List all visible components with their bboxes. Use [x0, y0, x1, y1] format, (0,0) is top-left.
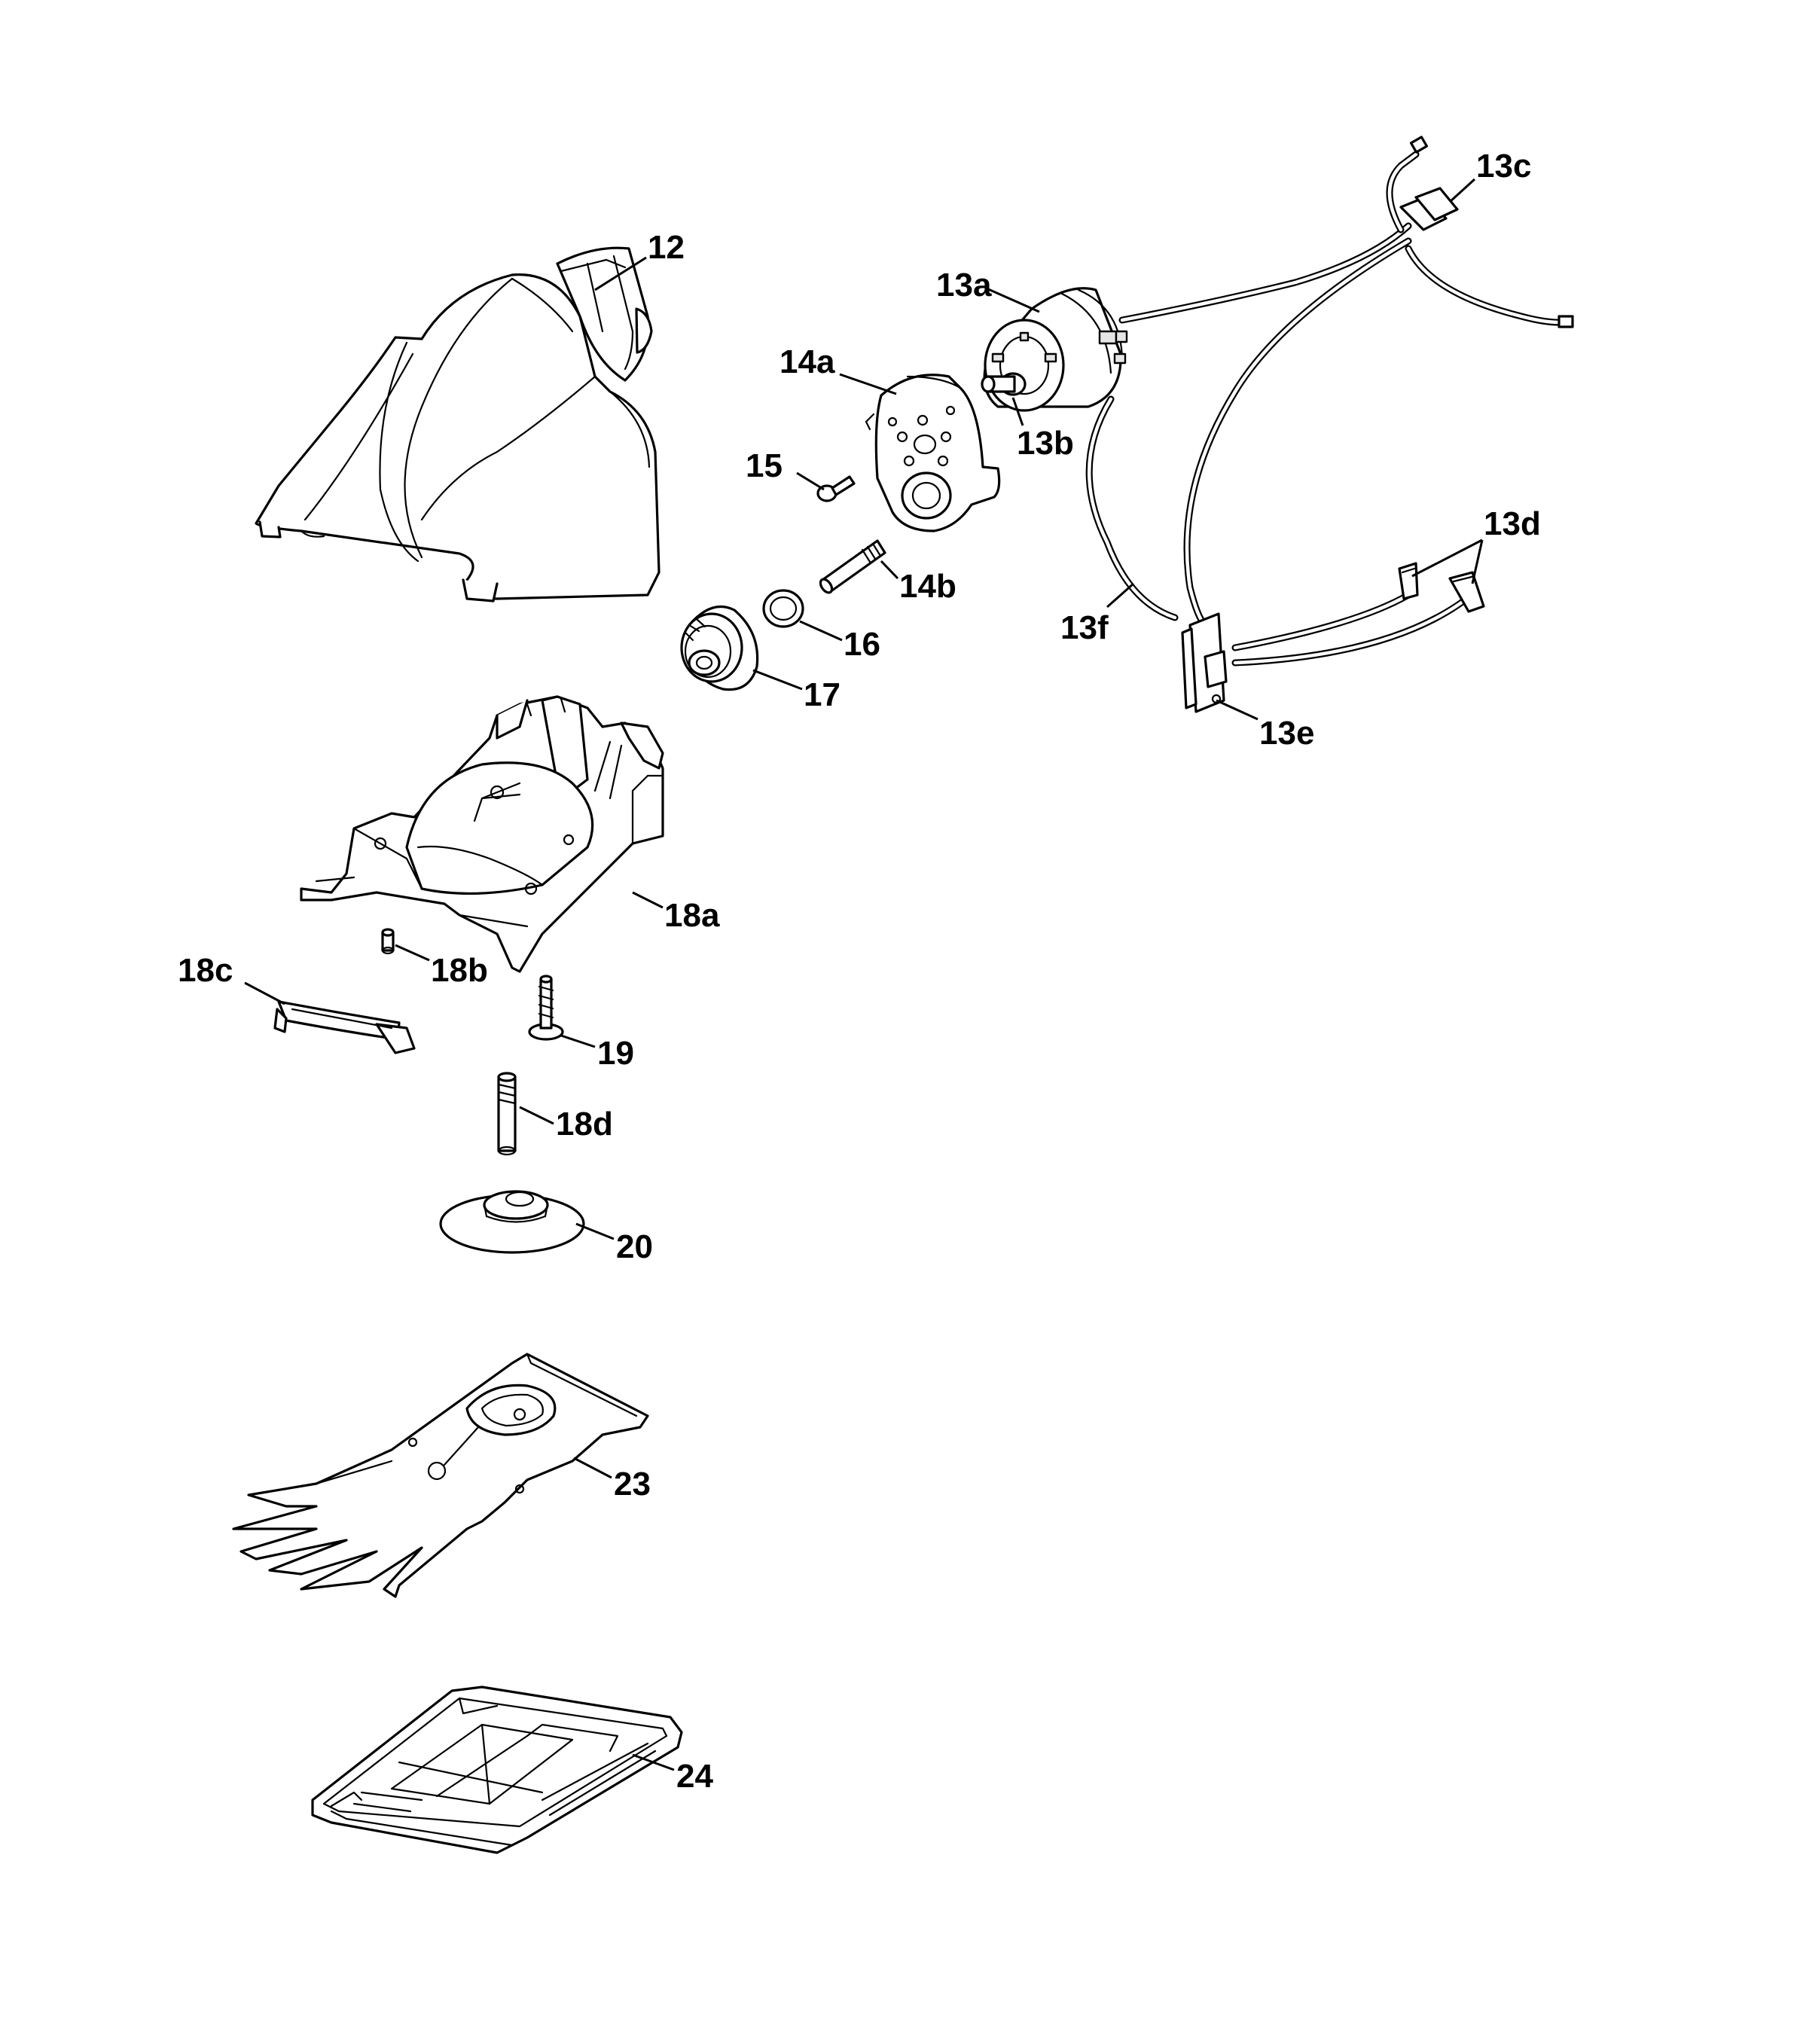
leader-18c	[244, 981, 285, 1005]
part-13e-switch	[1181, 612, 1228, 713]
part-18c-strip	[273, 1000, 416, 1054]
label-15: 15	[746, 447, 783, 484]
label-24: 24	[676, 1758, 713, 1795]
leader-23	[573, 1457, 612, 1479]
leader-16	[799, 620, 843, 642]
label-14b: 14b	[899, 568, 956, 605]
label-13d: 13d	[1484, 505, 1541, 542]
part-18d-rod	[497, 1072, 517, 1156]
label-13a: 13a	[936, 267, 992, 304]
label-20: 20	[616, 1228, 653, 1265]
label-13c: 13c	[1476, 148, 1531, 185]
label-18b: 18b	[431, 952, 488, 989]
part-13c-wiring-harness	[1085, 136, 1574, 629]
label-18c: 18c	[178, 952, 233, 989]
part-19-screw	[528, 975, 564, 1041]
leader-13b	[1011, 397, 1024, 426]
label-17: 17	[804, 676, 841, 713]
label-13f: 13f	[1060, 609, 1109, 646]
label-18d: 18d	[556, 1106, 613, 1143]
leader-20	[575, 1222, 615, 1240]
part-13d-contacts	[1231, 562, 1485, 667]
label-23: 23	[614, 1466, 651, 1502]
part-20-disc	[439, 1190, 585, 1254]
part-23-blade	[232, 1353, 649, 1598]
label-13e: 13e	[1259, 715, 1314, 752]
leader-19	[560, 1034, 596, 1048]
label-16: 16	[844, 626, 880, 663]
part-16-washer	[762, 589, 804, 628]
part-14b-pin	[819, 539, 886, 594]
leader-13f	[1106, 582, 1134, 609]
label-19: 19	[597, 1035, 634, 1072]
label-18a: 18a	[664, 897, 720, 934]
part-24-blade-guard	[311, 1686, 683, 1854]
leader-17	[752, 669, 803, 691]
leader-14a	[839, 373, 897, 395]
leader-24	[632, 1753, 675, 1771]
part-12-housing	[255, 246, 661, 603]
leader-13d-b	[1471, 539, 1484, 584]
leader-13a	[986, 287, 1040, 313]
label-12: 12	[648, 229, 685, 266]
label-13b: 13b	[1017, 425, 1074, 462]
leader-13d-a	[1411, 538, 1483, 578]
leader-18a	[632, 891, 664, 909]
part-18a-gear-housing	[300, 695, 664, 973]
part-18b-pin	[381, 928, 395, 955]
leader-13e	[1216, 699, 1258, 721]
label-14a: 14a	[779, 343, 835, 380]
part-14a-gear-plate	[865, 374, 1001, 532]
leader-18b	[395, 944, 430, 962]
leader-18d	[519, 1106, 554, 1125]
leader-15	[796, 471, 825, 491]
leader-13c	[1448, 178, 1476, 203]
leader-14b	[880, 560, 899, 580]
leader-12	[594, 256, 647, 291]
part-13b-shaft	[981, 372, 1027, 396]
part-17-gear-wheel	[680, 605, 759, 691]
